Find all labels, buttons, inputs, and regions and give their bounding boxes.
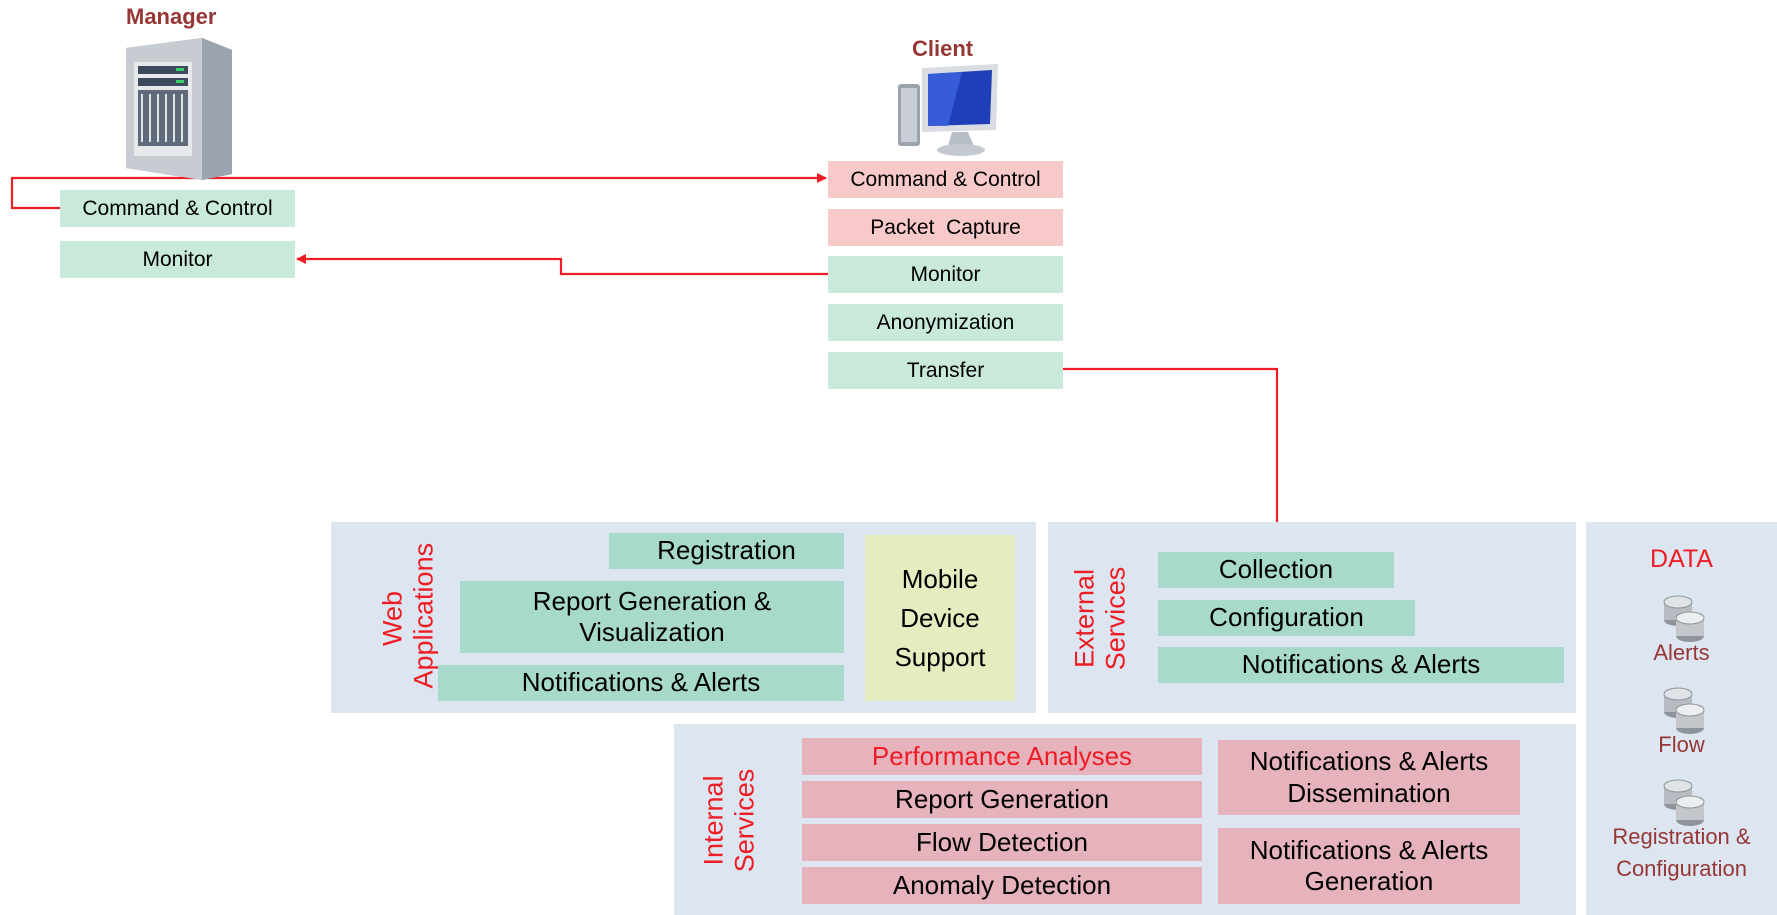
external-collection: Collection: [1158, 552, 1394, 588]
client-monitor: Monitor: [828, 256, 1063, 293]
manager-title: Manager: [126, 4, 217, 29]
data-store-registration-configuration: Registration & Configuration: [1612, 824, 1751, 881]
manager-command-control: Command & Control: [60, 190, 295, 227]
internal-report-generation: Report Generation: [802, 781, 1202, 818]
client-anonymization: Anonymization: [828, 304, 1063, 341]
web-registration: Registration: [609, 533, 844, 569]
client-title: Client: [912, 36, 974, 61]
web-applications-label: Web Applications: [377, 542, 439, 689]
external-notifications-alerts: Notifications & Alerts: [1158, 647, 1564, 683]
desktop-computer-icon: [898, 64, 998, 156]
external-services-label: External Services: [1069, 566, 1131, 671]
client-transfer: Transfer: [828, 352, 1063, 389]
alerts-database-icon: [1663, 595, 1705, 642]
data-store-alerts: Alerts: [1653, 640, 1710, 665]
client-packet-capture: Packet Capture: [828, 209, 1063, 246]
internal-anomaly-detection: Anomaly Detection: [802, 867, 1202, 904]
flow-database-icon: [1663, 687, 1705, 734]
external-configuration: Configuration: [1158, 600, 1415, 636]
client-command-control: Command & Control: [828, 161, 1063, 198]
mobile-device-support: Mobile Device Support: [865, 535, 1015, 701]
internal-performance-analyses: Performance Analyses: [802, 738, 1202, 775]
data-title: DATA: [1650, 545, 1713, 573]
web-notifications-alerts: Notifications & Alerts: [438, 665, 844, 701]
web-report-generation-visualization: Report Generation & Visualization: [460, 581, 844, 653]
notifications-alerts-generation: Notifications & Alerts Generation: [1218, 828, 1520, 904]
internal-services-label: Internal Services: [698, 768, 760, 873]
internal-flow-detection: Flow Detection: [802, 824, 1202, 861]
registration-configuration-database-icon: [1663, 779, 1705, 826]
notifications-alerts-dissemination: Notifications & Alerts Dissemination: [1218, 740, 1520, 815]
manager-monitor: Monitor: [60, 241, 295, 278]
server-tower-icon: [126, 38, 232, 180]
transfer-arrow: [1063, 367, 1282, 552]
data-store-flow: Flow: [1658, 732, 1705, 757]
monitor-arrow: [296, 254, 828, 276]
command-control-arrow: [10, 173, 827, 210]
